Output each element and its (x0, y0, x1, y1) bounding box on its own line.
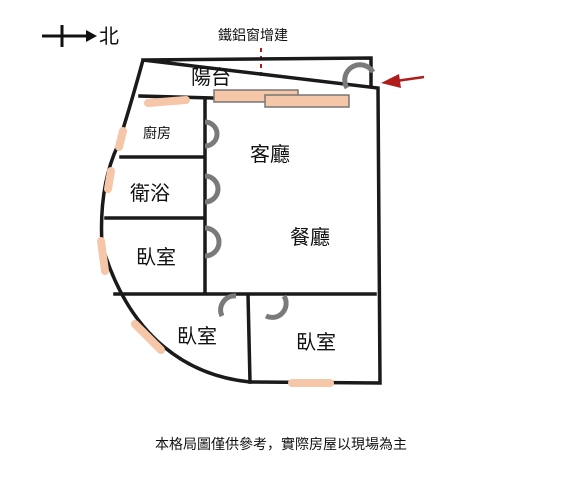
window-bedroom-bottom (131, 320, 165, 354)
compass-label: 北 (99, 24, 119, 48)
outer-wall (99, 56, 382, 385)
door-bedroom-bottom (218, 293, 237, 318)
room-bath-label: 衛浴 (130, 181, 170, 205)
window-bath (104, 167, 115, 193)
door-bath (204, 173, 221, 205)
door-bedroom-left (204, 225, 222, 259)
room-bedroom-bottom-label: 臥室 (177, 324, 217, 348)
entrance-arrow-icon (381, 74, 425, 88)
doors (204, 62, 376, 320)
room-dining-label: 餐廳 (290, 225, 330, 249)
room-balcony-label: 陽台 (191, 65, 231, 89)
compass-icon (42, 25, 97, 47)
door-entrance (342, 62, 376, 90)
window-aluminum-2 (264, 94, 350, 108)
room-bedroom-right-label: 臥室 (296, 330, 336, 354)
disclaimer-note: 本格局圖僅供參考，實際房屋以現場為主 (155, 437, 407, 453)
windows (97, 89, 350, 387)
room-living-label: 客廳 (250, 142, 290, 166)
annotation-label: 鐵鋁窗增建 (218, 27, 288, 44)
room-kitchen-label: 廚房 (143, 125, 171, 142)
window-balcony (144, 96, 190, 107)
door-bedroom-right (264, 294, 289, 320)
door-kitchen (204, 119, 220, 149)
room-bedroom-left-label: 臥室 (136, 245, 176, 269)
window-kitchen (115, 127, 127, 151)
window-bedroom-left (97, 237, 109, 275)
